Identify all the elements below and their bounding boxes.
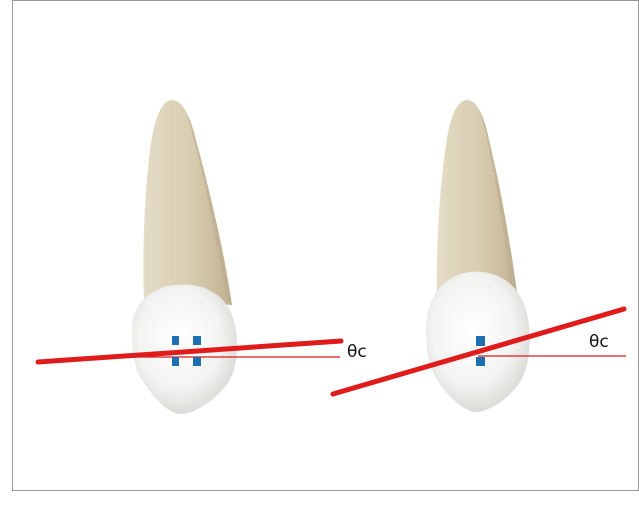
left-tooth-panel: θc xyxy=(35,100,367,414)
right-tooth-root xyxy=(436,100,518,300)
right-tooth-root-shade xyxy=(480,112,518,300)
right-bracket-wing-bottom xyxy=(476,357,485,366)
left-tooth-root-shade xyxy=(186,112,232,305)
right-bracket xyxy=(476,336,485,366)
left-tooth-crown xyxy=(132,284,238,414)
left-angle-line xyxy=(35,338,344,365)
left-bracket-wing-br xyxy=(193,357,201,366)
left-tooth-root xyxy=(143,100,232,305)
left-bracket-wing-bl xyxy=(172,357,179,366)
right-tooth-panel: θc xyxy=(330,100,627,412)
left-bracket xyxy=(172,336,201,366)
right-bracket-wing-top xyxy=(476,336,485,346)
left-angle-label: θc xyxy=(347,342,367,362)
right-angle-line xyxy=(330,306,627,397)
right-angle-label: θc xyxy=(589,332,609,352)
left-bracket-wing-tl xyxy=(172,336,179,345)
left-bracket-wing-tr xyxy=(193,336,201,345)
figure-frame xyxy=(12,0,639,491)
